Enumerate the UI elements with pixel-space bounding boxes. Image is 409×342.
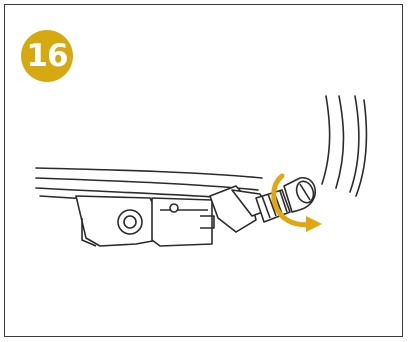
hoop-frame-lines [36,96,366,206]
hoop-clamp-bracket [76,196,214,246]
step-number-badge-overlay: 16 [21,30,73,82]
arrow-head-icon [306,216,322,232]
step-number-text: 16 [26,38,67,74]
